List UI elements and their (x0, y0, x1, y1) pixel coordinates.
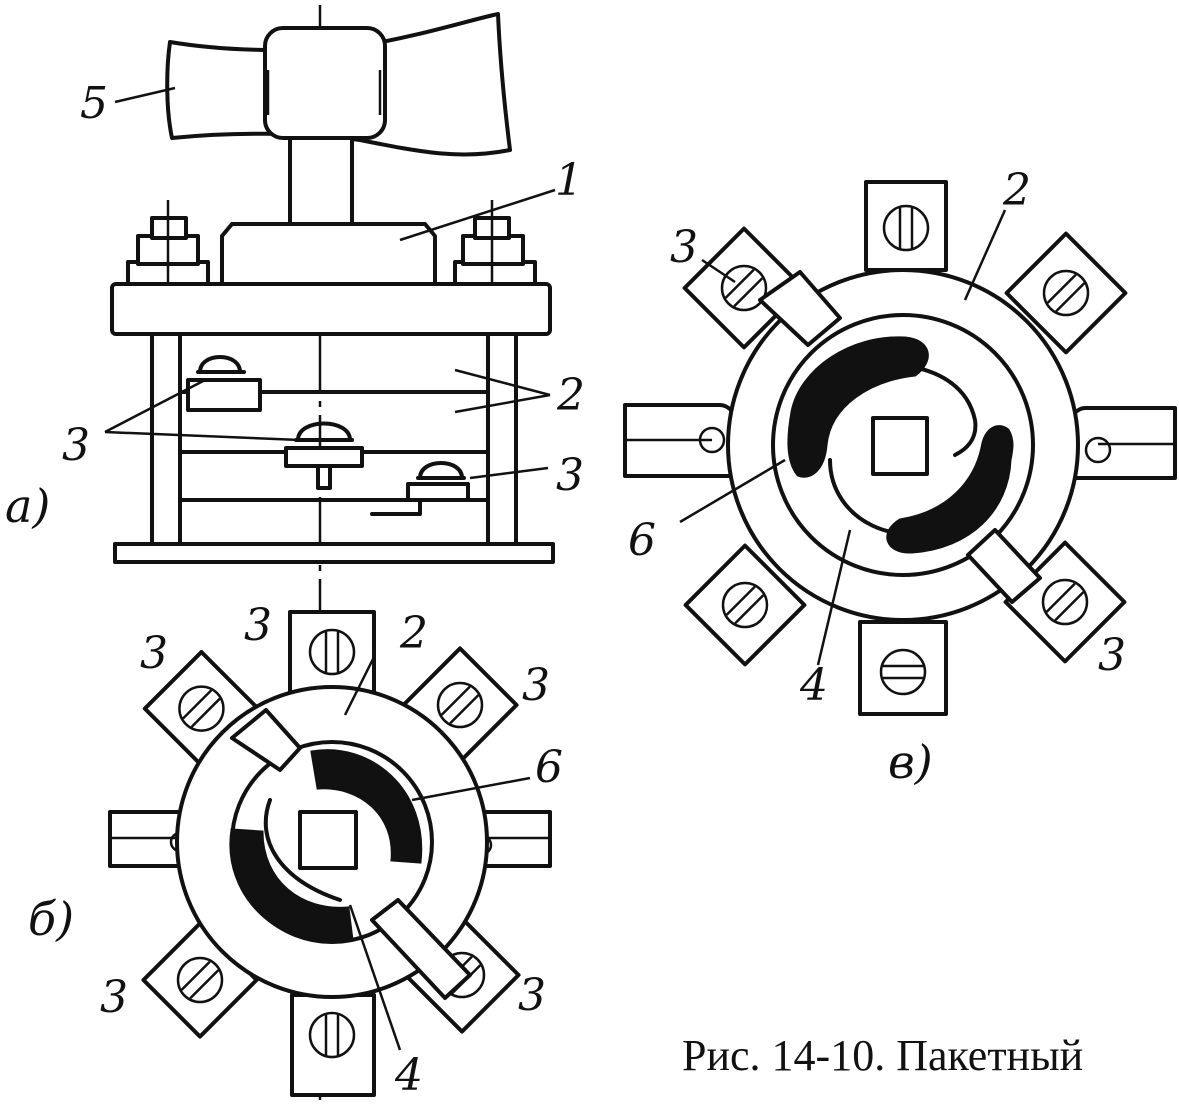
label-cover-1: 1 (555, 155, 583, 206)
terminal-bottom (290, 993, 376, 1097)
label-b-moving-contact-6: 6 (535, 742, 563, 793)
label-b-ring-2: 2 (399, 608, 428, 659)
subfigure-label-b: б) (28, 892, 74, 946)
subfigure-label-v: в) (888, 735, 933, 789)
right-nut (453, 200, 537, 286)
side-view-a: 5 1 2 3 3 а) (5, 5, 585, 1100)
packet-stack (178, 355, 490, 516)
v-moving-contact-lower (886, 425, 1014, 554)
moving-contact-lower (229, 828, 354, 943)
figure-caption-line2: выключатель (765, 1087, 1011, 1104)
label-b-contact-bottom-left: 3 (100, 972, 128, 1023)
shaft (288, 136, 354, 228)
figure-caption-line1: Рис. 14-10. Пакетный (682, 1031, 1083, 1080)
moving-contact-upper (310, 749, 423, 864)
label-b-contact-top-right: 3 (522, 660, 550, 711)
v-terminal-top (864, 180, 948, 272)
top-plate (110, 282, 552, 336)
label-v-contact-bottom-right: 3 (1098, 630, 1126, 681)
subfigure-label-a: а) (5, 479, 50, 533)
v-terminal-bottom (858, 620, 948, 716)
label-contacts-3-right: 3 (556, 450, 584, 501)
v-terminal-top-left (682, 226, 806, 350)
handle-hub (263, 26, 387, 140)
right-post (486, 332, 518, 546)
top-view-b: 3 3 2 3 6 3 3 4 б) (28, 600, 563, 1101)
v-terminal-top-right (1004, 231, 1128, 355)
label-rings-2: 2 (556, 370, 585, 421)
label-v-ring-2: 2 (1002, 165, 1031, 216)
label-b-spring-4: 4 (394, 1050, 423, 1101)
label-v-contact-top-left: 3 (670, 222, 698, 273)
v-square-shaft (871, 416, 929, 476)
left-nut (126, 200, 210, 286)
v-terminal-bottom-left (683, 543, 807, 667)
cover (220, 222, 437, 287)
label-v-moving-contact-6: 6 (628, 515, 656, 566)
left-post (150, 332, 182, 546)
label-b-contact-top-left: 3 (140, 628, 168, 679)
base-plate (113, 542, 555, 564)
label-contacts-3-left: 3 (62, 420, 90, 471)
label-b-contact-top: 3 (244, 600, 272, 651)
label-b-contact-bottom-right: 3 (518, 970, 546, 1021)
square-shaft (298, 810, 358, 870)
label-handle-5: 5 (80, 78, 108, 129)
top-view-v: 3 2 6 4 3 в) (623, 165, 1177, 789)
label-v-spring-4: 4 (799, 660, 828, 711)
v-moving-contact-upper (787, 336, 929, 478)
